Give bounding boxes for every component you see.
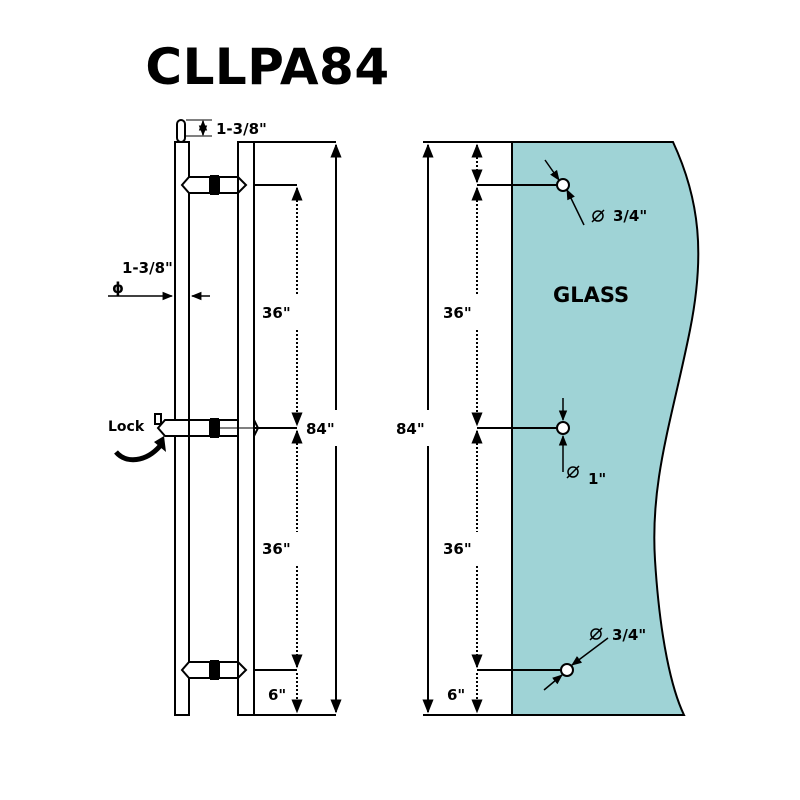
left-overall-height: 84" bbox=[306, 420, 335, 438]
handle-top-tip bbox=[176, 119, 186, 143]
hole-top bbox=[556, 178, 570, 192]
diameter-symbol: ϕ bbox=[112, 279, 124, 297]
standoff-top bbox=[180, 174, 248, 196]
right-lower-spacing: 36" bbox=[443, 540, 472, 558]
right-overall-height: 84" bbox=[396, 420, 425, 438]
glass-panel bbox=[511, 141, 700, 716]
hole-bottom bbox=[560, 663, 574, 677]
standoff-bottom bbox=[180, 659, 248, 681]
right-bottom-offset: 6" bbox=[447, 686, 465, 704]
bottom-hole-diameter: 3/4" bbox=[612, 626, 646, 644]
left-upper-spacing: 36" bbox=[262, 304, 291, 322]
left-lower-spacing: 36" bbox=[262, 540, 291, 558]
left-bottom-offset: 6" bbox=[268, 686, 286, 704]
diameter-dimension: 1-3/8" bbox=[122, 259, 173, 277]
handle-side-view bbox=[108, 119, 342, 716]
glass-label: GLASS bbox=[553, 283, 629, 307]
hole-diameter-symbols bbox=[566, 209, 605, 641]
glass-dimensions bbox=[422, 141, 609, 716]
middle-hole-diameter: 1" bbox=[588, 470, 606, 488]
standoff-middle-lock bbox=[154, 413, 260, 438]
hole-middle bbox=[556, 421, 570, 435]
product-title: CLLPA84 bbox=[145, 38, 390, 96]
right-upper-spacing: 36" bbox=[443, 304, 472, 322]
top-hole-diameter: 3/4" bbox=[613, 207, 647, 225]
lock-label: Lock bbox=[108, 419, 145, 435]
glass-panel-view bbox=[511, 141, 700, 716]
top-tip-dimension: 1-3/8" bbox=[216, 120, 267, 138]
